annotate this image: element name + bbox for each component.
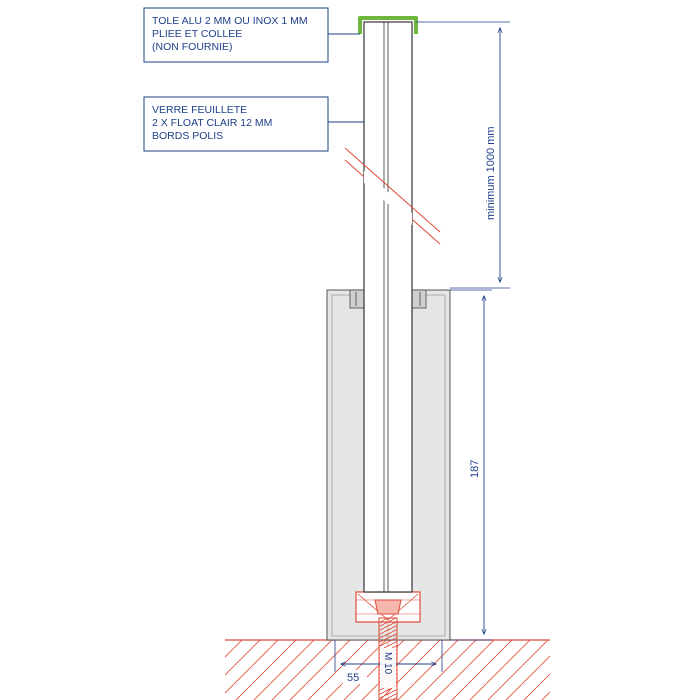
fixing-block bbox=[355, 591, 421, 623]
dimension-profile-height: 187 bbox=[450, 289, 492, 641]
verre-line-3: BORDS POLIS bbox=[152, 130, 223, 142]
annotation-tole: TOLE ALU 2 MM OU INOX 1 MM PLIEE ET COLL… bbox=[143, 7, 360, 63]
tole-line-3: (NON FOURNIE) bbox=[152, 41, 233, 53]
tole-line-2: PLIEE ET COLLEE bbox=[152, 28, 242, 40]
tole-line-1: TOLE ALU 2 MM OU INOX 1 MM bbox=[152, 15, 308, 27]
bolt-label-group: M 10 bbox=[380, 648, 396, 688]
glass-panel bbox=[344, 21, 441, 593]
height-above-label: minimum 1000 mm bbox=[485, 126, 497, 220]
profile-height-label: 187 bbox=[469, 460, 481, 478]
base-width-label: 55 bbox=[347, 672, 359, 684]
cap-profile bbox=[358, 16, 418, 34]
bolt-label: M 10 bbox=[382, 652, 393, 675]
verre-line-1: VERRE FEUILLETE bbox=[152, 104, 247, 116]
annotation-verre: VERRE FEUILLETE 2 X FLOAT CLAIR 12 MM BO… bbox=[143, 96, 364, 152]
verre-line-2: 2 X FLOAT CLAIR 12 MM bbox=[152, 117, 272, 129]
dimension-height-above: minimum 1000 mm bbox=[416, 21, 510, 289]
